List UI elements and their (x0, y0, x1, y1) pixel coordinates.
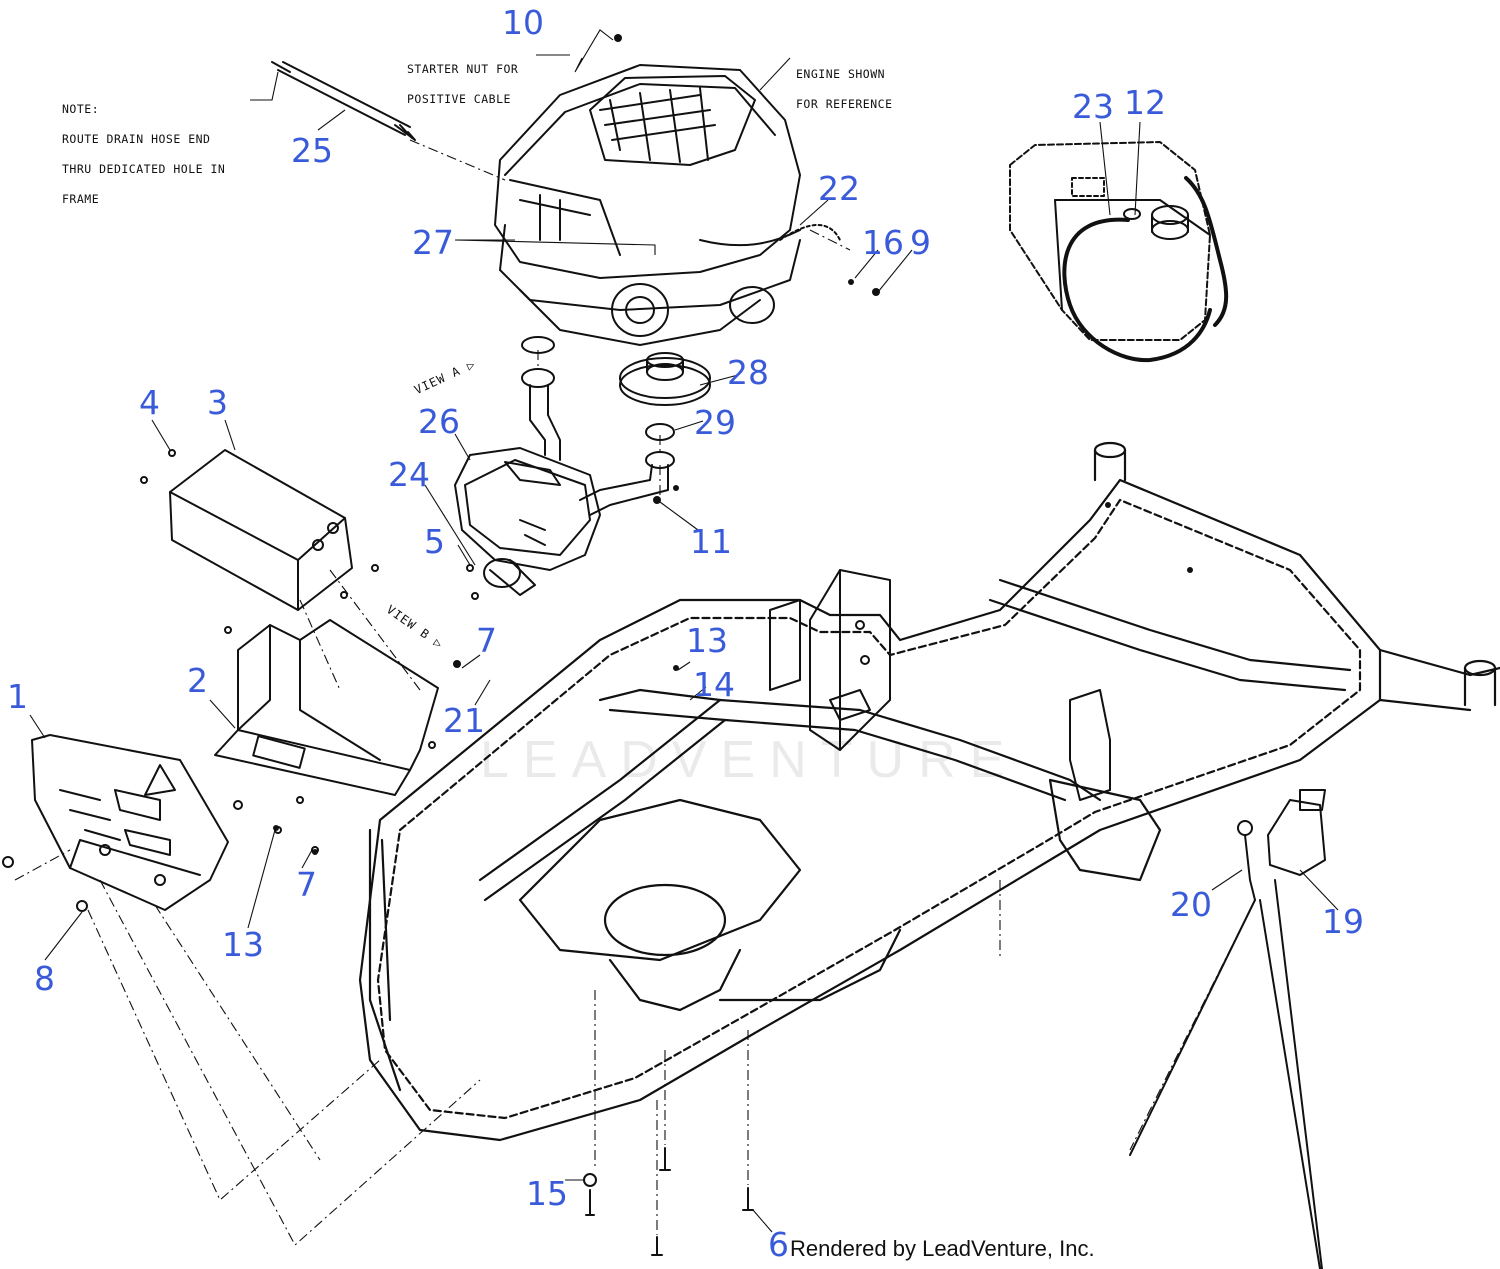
callout-12[interactable]: 12 (1124, 83, 1166, 122)
engine-note-line-1: ENGINE SHOWN (796, 67, 886, 81)
fuel-hose (1062, 176, 1229, 363)
callout-16[interactable]: 16 (862, 223, 904, 262)
engine-assembly (494, 64, 841, 346)
callout-11[interactable]: 11 (690, 522, 732, 561)
callout-8[interactable]: 8 (34, 959, 55, 998)
pulley (619, 352, 711, 406)
fasteners (273, 34, 1193, 855)
muffler (454, 447, 601, 600)
drain-note-line-1: NOTE: (62, 102, 100, 116)
engine-note-line-2: FOR REFERENCE (796, 97, 893, 111)
throttle-control (1129, 789, 1326, 1269)
starter-note-line-1: STARTER NUT FOR (407, 62, 519, 76)
callout-13-top[interactable]: 13 (686, 621, 728, 660)
lower-bolts (583, 1147, 754, 1256)
drain-hose (271, 61, 416, 141)
chassis-frame (358, 441, 1500, 1142)
callout-28[interactable]: 28 (727, 353, 769, 392)
shield-box (140, 449, 379, 611)
bracket (214, 619, 439, 854)
callout-6[interactable]: 6 (768, 1225, 789, 1264)
watermark: LEADVENTURE (480, 731, 1019, 789)
fuel-tank (1009, 141, 1211, 341)
callout-7-bottom[interactable]: 7 (296, 865, 317, 904)
callout-4[interactable]: 4 (139, 383, 160, 422)
callout-23[interactable]: 23 (1072, 87, 1114, 126)
drain-note-line-3: THRU DEDICATED HOLE IN (62, 162, 226, 176)
callout-24[interactable]: 24 (388, 455, 430, 494)
starter-note-line-2: POSITIVE CABLE (407, 92, 511, 106)
callout-22[interactable]: 22 (818, 169, 860, 208)
callout-1[interactable]: 1 (7, 677, 28, 716)
center-mount-bracket (769, 569, 1111, 801)
drain-note-line-2: ROUTE DRAIN HOSE END (62, 132, 211, 146)
callout-27[interactable]: 27 (412, 223, 454, 262)
callout-7-top[interactable]: 7 (476, 621, 497, 660)
footer-credit: Rendered by LeadVenture, Inc. (790, 1236, 1095, 1261)
callout-26[interactable]: 26 (418, 402, 460, 441)
callout-14[interactable]: 14 (693, 665, 735, 704)
callout-13-bottom[interactable]: 13 (222, 925, 264, 964)
callout-29[interactable]: 29 (694, 403, 736, 442)
drain-note: NOTE: ROUTE DRAIN HOSE END THRU DEDICATE… (62, 84, 225, 224)
heat-shield (2, 734, 229, 912)
callout-2[interactable]: 2 (187, 661, 208, 700)
callout-25[interactable]: 25 (291, 131, 333, 170)
callout-20[interactable]: 20 (1170, 885, 1212, 924)
callout-10[interactable]: 10 (502, 3, 544, 42)
callout-19[interactable]: 19 (1322, 902, 1364, 941)
callout-21[interactable]: 21 (443, 701, 485, 740)
callout-3[interactable]: 3 (207, 383, 228, 422)
leader-lines (29, 29, 1339, 1233)
callout-5[interactable]: 5 (424, 522, 445, 561)
engine-note: ENGINE SHOWN FOR REFERENCE (796, 49, 893, 129)
drain-note-line-4: FRAME (62, 192, 100, 206)
callout-15[interactable]: 15 (526, 1174, 568, 1213)
callout-9[interactable]: 9 (910, 223, 931, 262)
starter-note: STARTER NUT FOR POSITIVE CABLE (407, 44, 518, 124)
assembly-lines (14, 139, 1251, 1246)
